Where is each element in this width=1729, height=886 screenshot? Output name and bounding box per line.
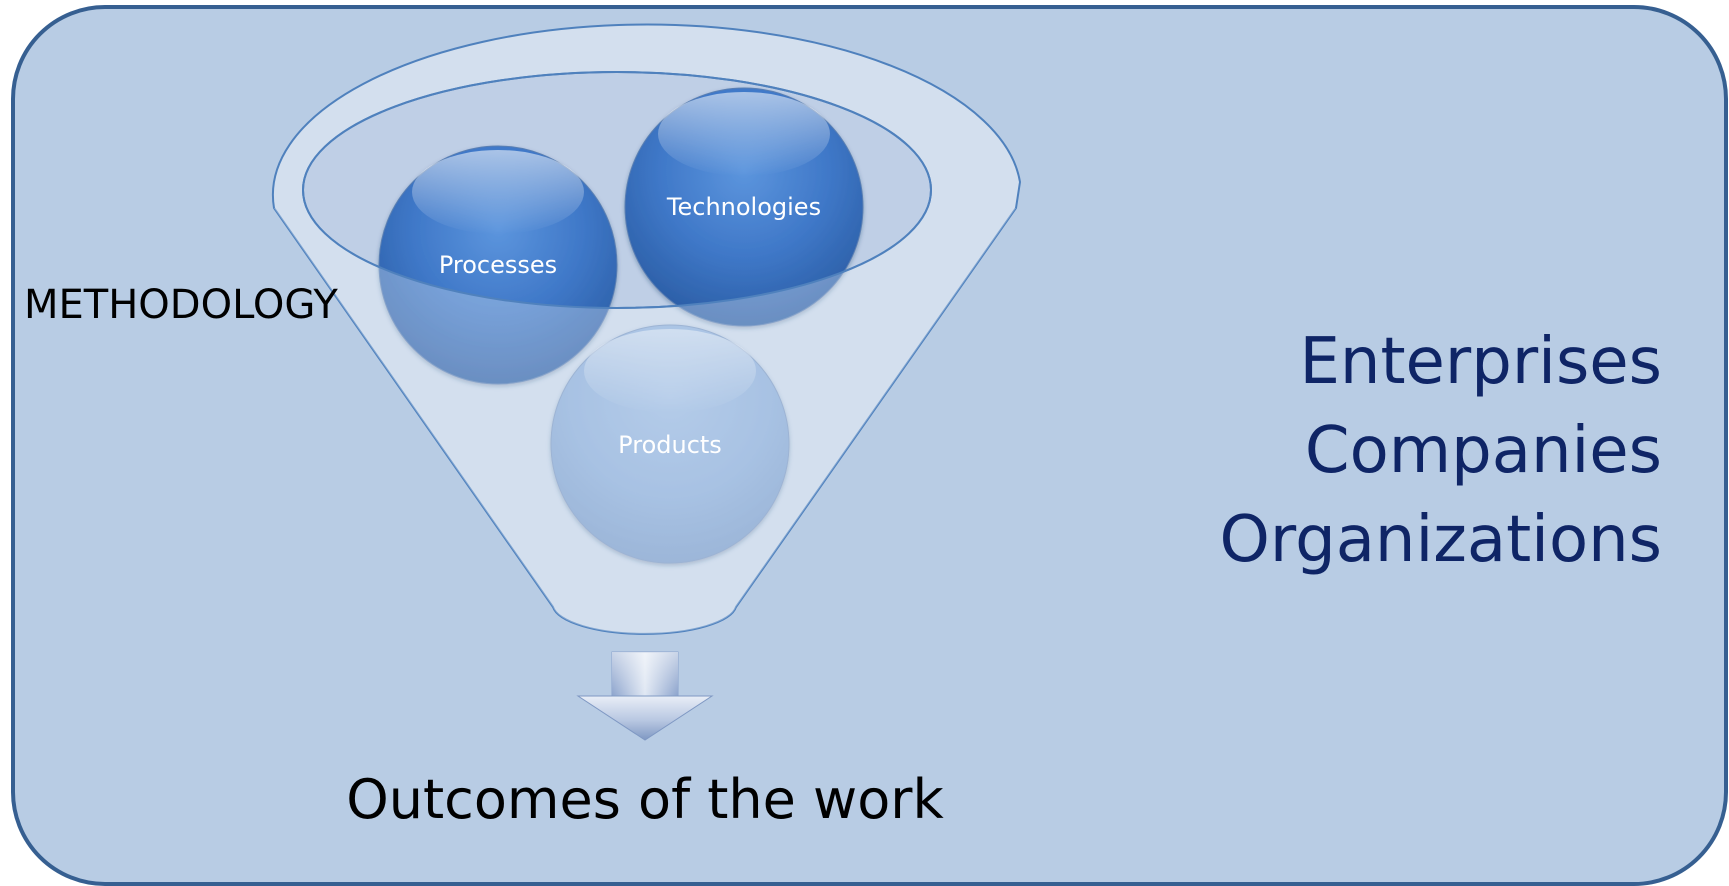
circle-products <box>550 324 790 564</box>
outcome-label: Outcomes of the work <box>346 768 944 831</box>
methodology-label: METHODOLOGY <box>24 282 338 328</box>
circle-label-products: Products <box>618 431 722 459</box>
entity-organizations: Organizations <box>1220 503 1663 577</box>
funnel-front <box>274 208 1016 634</box>
funnel-rim <box>302 71 932 309</box>
circle-processes <box>378 145 618 385</box>
entity-enterprises: Enterprises <box>1299 325 1662 399</box>
circle-label-processes: Processes <box>439 251 557 279</box>
circle-technologies <box>624 87 864 327</box>
down-arrow-icon <box>576 651 714 741</box>
entity-companies: Companies <box>1305 414 1662 488</box>
circle-label-technologies: Technologies <box>666 193 821 221</box>
